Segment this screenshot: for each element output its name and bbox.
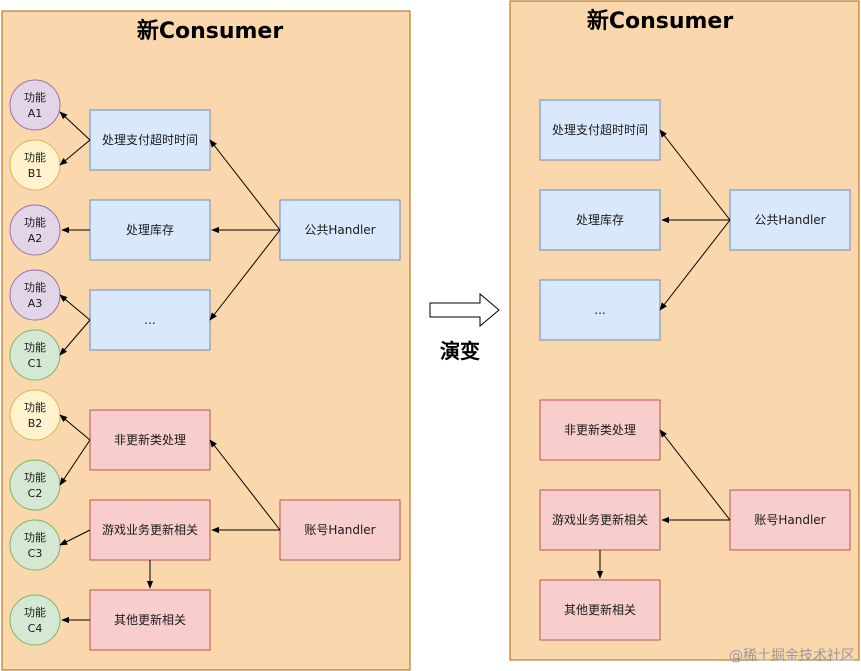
- left-box-other-update-label: 其他更新相关: [114, 612, 186, 627]
- circle-c2-line2: C2: [28, 487, 43, 500]
- circle-c1-line2: C1: [28, 357, 43, 370]
- circle-b1-line1: 功能: [24, 150, 46, 164]
- right-box-game-update[interactable]: [539, 489, 661, 551]
- right-connectors: [596, 129, 731, 579]
- circle-c1[interactable]: 功能 C1: [9, 329, 61, 381]
- circle-a1[interactable]: 功能 A1: [9, 79, 61, 131]
- left-connectors: [59, 111, 281, 624]
- left-box-inventory[interactable]: [89, 199, 211, 261]
- circle-a3[interactable]: 功能 A3: [9, 269, 61, 321]
- circle-c3-line1: 功能: [24, 530, 46, 544]
- right-box-ellipsis-label: ...: [594, 303, 605, 317]
- circle-b1-line2: B1: [28, 167, 43, 180]
- left-box-inventory-label: 处理库存: [126, 222, 174, 237]
- right-box-other-update-label: 其他更新相关: [564, 602, 636, 617]
- circle-a1-line1: 功能: [24, 90, 46, 104]
- right-box-non-update-label: 非更新类处理: [564, 422, 636, 437]
- left-box-payment-timeout-label: 处理支付超时时间: [102, 132, 198, 147]
- right-box-non-update[interactable]: [539, 399, 661, 461]
- right-account-handler-label: 账号Handler: [754, 513, 825, 527]
- left-box-ellipsis-label: ...: [144, 313, 155, 327]
- left-box-game-update[interactable]: [89, 499, 211, 561]
- circle-a2[interactable]: 功能 A2: [9, 204, 61, 256]
- evolution-arrow-icon: [429, 292, 500, 328]
- right-box-payment-timeout-label: 处理支付超时时间: [552, 122, 648, 137]
- circle-b1[interactable]: 功能 B1: [9, 139, 61, 191]
- left-box-game-update-label: 游戏业务更新相关: [102, 522, 198, 537]
- circle-a2-line2: A2: [28, 232, 43, 245]
- left-account-handler-label: 账号Handler: [304, 523, 375, 537]
- right-box-payment-timeout[interactable]: [539, 99, 661, 161]
- circle-c2[interactable]: 功能 C2: [9, 459, 61, 511]
- evolution-label: 演变: [440, 339, 480, 363]
- circle-a2-line1: 功能: [24, 215, 46, 229]
- circle-c2-line1: 功能: [24, 470, 46, 484]
- circle-b2-line2: B2: [28, 417, 43, 430]
- circle-c4-line2: C4: [28, 622, 43, 635]
- left-box-non-update[interactable]: [89, 409, 211, 471]
- circle-c3-line2: C3: [28, 547, 43, 560]
- right-box-game-update-label: 游戏业务更新相关: [552, 512, 648, 527]
- left-box-payment-timeout[interactable]: [89, 109, 211, 171]
- circle-a3-line1: 功能: [24, 280, 46, 294]
- left-box-ellipsis[interactable]: [89, 289, 211, 351]
- circle-c4-line1: 功能: [24, 605, 46, 619]
- right-box-ellipsis[interactable]: [539, 279, 661, 341]
- left-box-non-update-label: 非更新类处理: [114, 432, 186, 447]
- circle-c1-line1: 功能: [24, 340, 46, 354]
- right-box-inventory-label: 处理库存: [576, 212, 624, 227]
- circle-a3-line2: A3: [28, 297, 43, 310]
- watermark: @稀土掘金技术社区: [729, 648, 855, 664]
- circle-c4[interactable]: 功能 C4: [9, 594, 61, 646]
- right-panel-title: 新Consumer: [587, 8, 734, 34]
- circle-a1-line2: A1: [28, 107, 43, 120]
- circle-b2-line1: 功能: [24, 400, 46, 414]
- left-public-handler-label: 公共Handler: [304, 223, 375, 237]
- right-box-inventory[interactable]: [539, 189, 661, 251]
- right-public-handler-label: 公共Handler: [754, 213, 825, 227]
- left-panel-title: 新Consumer: [137, 18, 284, 44]
- left-box-other-update[interactable]: [89, 589, 211, 651]
- circle-b2[interactable]: 功能 B2: [9, 389, 61, 441]
- right-box-other-update[interactable]: [539, 579, 661, 641]
- circle-c3[interactable]: 功能 C3: [9, 519, 61, 571]
